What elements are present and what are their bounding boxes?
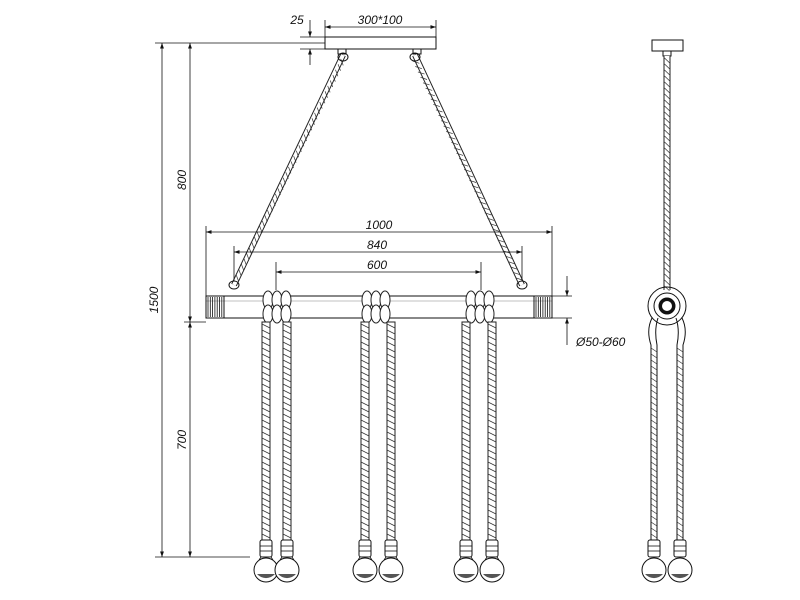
overall-height-dimension: 1500 — [147, 42, 325, 558]
left-suspension-rope — [228, 52, 349, 290]
rope-wraps — [262, 290, 495, 324]
overall-height-label: 1500 — [147, 286, 161, 313]
rope-mount-spacing-dimension: 840 — [233, 238, 523, 281]
bar-length-label: 1000 — [366, 218, 393, 232]
upper-rope-height-label: 800 — [175, 170, 189, 190]
inner-spacing-label: 600 — [367, 258, 387, 272]
bar-diameter-label: Ø50-Ø60 — [575, 335, 626, 349]
rope-mount-spacing-label: 840 — [367, 238, 387, 252]
bar-diameter-dimension: Ø50-Ø60 — [552, 276, 626, 349]
side-view — [641, 39, 693, 583]
side-view-canopy — [651, 39, 684, 52]
ceiling-canopy — [324, 36, 437, 55]
lower-cable-height-dimension: 700 — [175, 322, 192, 557]
hanging-cables — [261, 321, 497, 541]
side-view-bar-section — [647, 286, 687, 326]
canopy-thickness-label: 25 — [289, 13, 304, 27]
right-suspension-rope — [409, 52, 528, 290]
canopy-thickness-dimension: 25 — [289, 13, 325, 65]
upper-rope-height-dimension: 800 — [175, 43, 206, 323]
light-bulbs — [253, 539, 505, 583]
inner-spacing-dimension: 600 — [275, 258, 482, 290]
canopy-size-label: 300*100 — [358, 13, 403, 27]
bar-length-dimension: 1000 — [205, 218, 553, 296]
canopy-size-dimension: 300*100 — [324, 13, 437, 37]
lower-cable-height-label: 700 — [175, 430, 189, 450]
